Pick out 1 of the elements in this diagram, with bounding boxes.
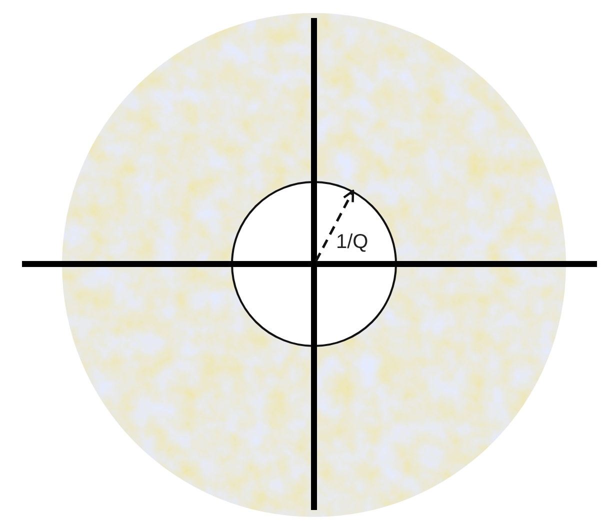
radius-label: 1/Q [336,231,368,254]
